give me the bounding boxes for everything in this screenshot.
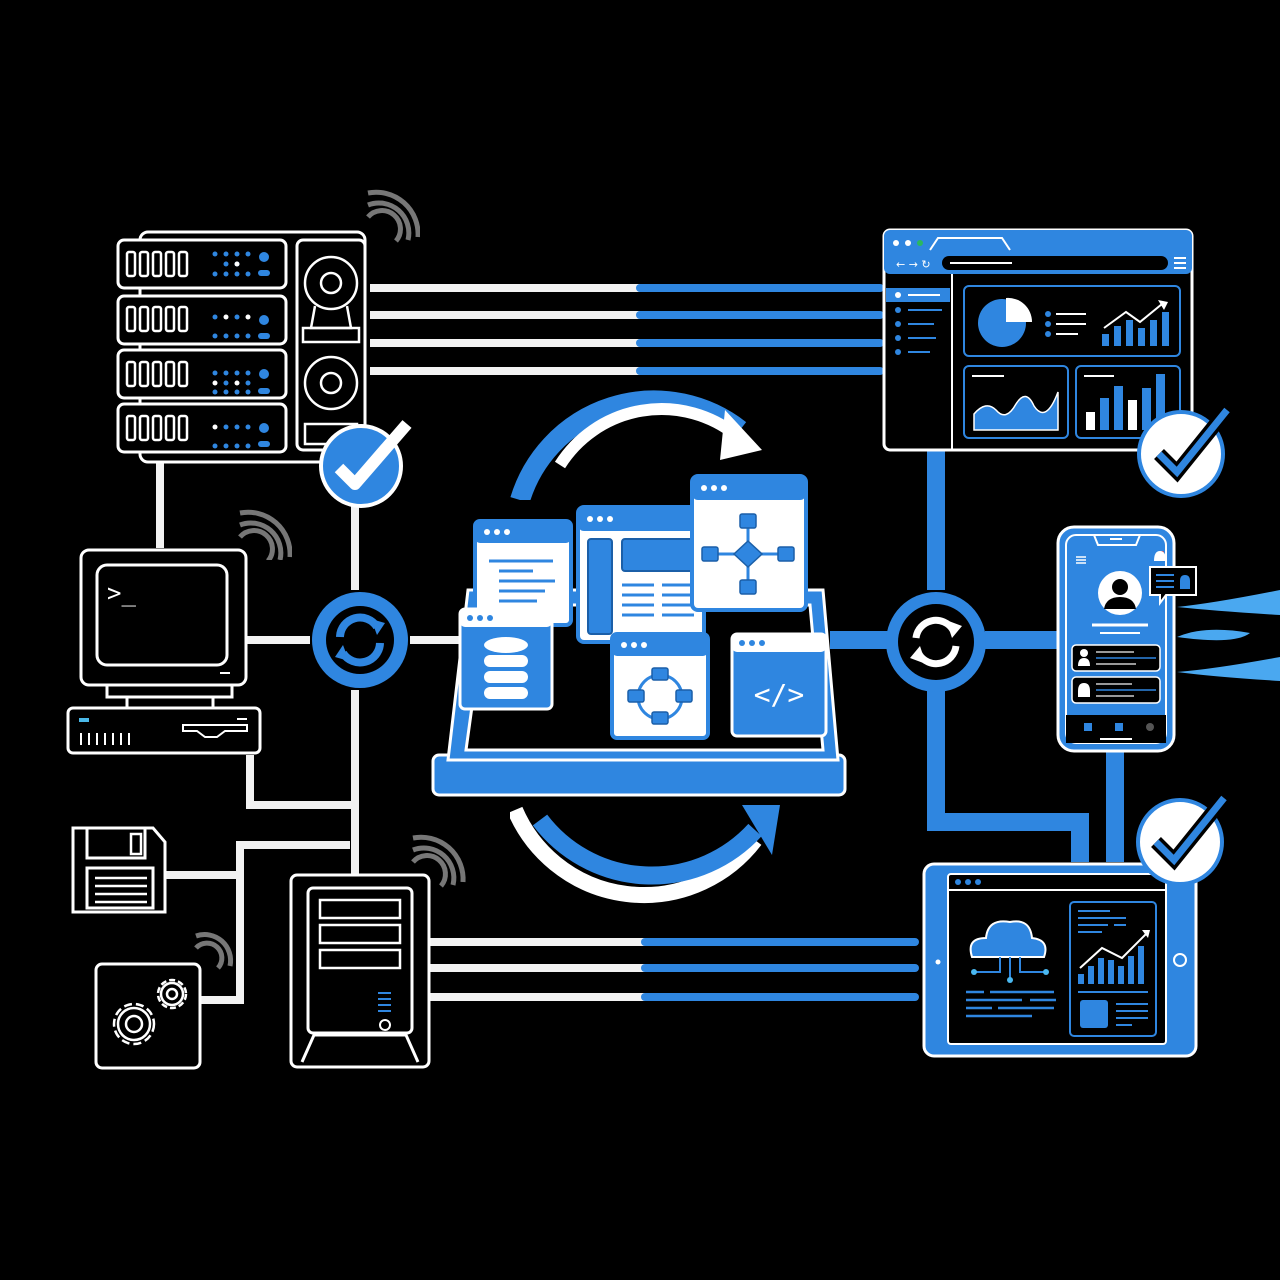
web-dashboard[interactable]: ← → ↻ [882, 228, 1194, 452]
flow-window[interactable] [690, 474, 808, 614]
bottom-arc-arrow [510, 805, 780, 903]
message-bubble [1148, 565, 1200, 607]
mobile-app[interactable] [1056, 525, 1176, 755]
layout-window[interactable] [576, 505, 706, 645]
process-window[interactable] [610, 632, 710, 742]
gear-settings[interactable] [92, 960, 204, 1072]
database-icon [458, 607, 554, 711]
sync-node-right[interactable] [882, 588, 990, 696]
wifi-signal-icon [366, 189, 420, 243]
database-window[interactable] [458, 607, 554, 713]
verified-badge-tablet [1132, 790, 1232, 890]
wifi-signal-icon [194, 932, 234, 970]
code-window[interactable]: </> [730, 632, 828, 738]
server-rack[interactable] [115, 228, 375, 468]
chat-notification-icon [1149, 566, 1197, 606]
wifi-signal-icon [411, 834, 466, 888]
tablet-cloud[interactable] [922, 862, 1198, 1058]
top-arc-arrow [510, 390, 762, 500]
desktop-terminal[interactable]: >_ [65, 545, 265, 760]
check-badge-icon [319, 420, 412, 508]
svg-text:← → ↻: ← → ↻ [896, 258, 931, 271]
flowchart-diamond-icon [690, 474, 808, 612]
verified-badge-server [315, 418, 415, 508]
check-badge-icon [1136, 793, 1230, 886]
sync-icon [312, 592, 408, 688]
layout-wireframe-icon [576, 505, 706, 644]
terminal-computer-icon: >_ [66, 548, 262, 755]
code-icon: </> [730, 632, 828, 738]
motion-arrows [1177, 590, 1280, 681]
verified-badge-dashboard [1135, 402, 1235, 502]
browser-dashboard-icon: ← → ↻ [882, 228, 1194, 452]
terminal-prompt: >_ [107, 579, 136, 607]
tablet-cloud-analytics-icon [922, 862, 1198, 1058]
server-rack-icon [116, 230, 367, 464]
sync-node-left[interactable] [305, 585, 415, 695]
wifi-signal-3 [405, 830, 470, 890]
tower-server[interactable] [288, 870, 433, 1070]
mobile-profile-icon [1056, 525, 1176, 753]
sync-icon [886, 592, 986, 692]
floppy-disk[interactable] [65, 820, 170, 920]
gears-icon [94, 962, 202, 1070]
wifi-signal-1 [360, 185, 420, 245]
wifi-signal-2 [232, 505, 292, 560]
tower-server-icon [289, 873, 431, 1069]
wifi-signal-icon [238, 509, 292, 560]
code-glyph: </> [754, 678, 805, 711]
process-cycle-icon [610, 632, 710, 740]
check-badge-icon [1137, 405, 1233, 498]
floppy-disk-icon [71, 826, 167, 914]
wifi-signal-4 [190, 920, 240, 970]
